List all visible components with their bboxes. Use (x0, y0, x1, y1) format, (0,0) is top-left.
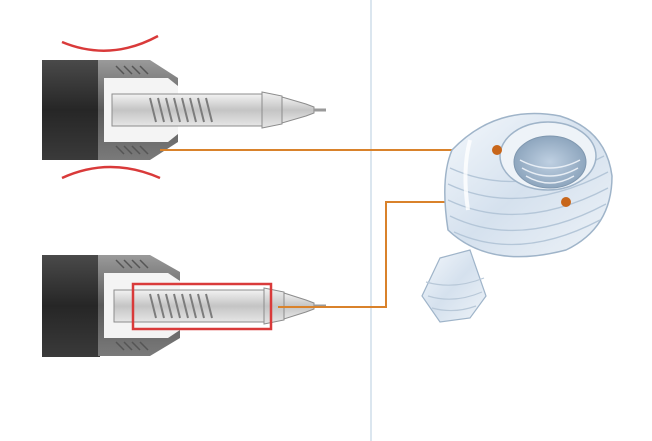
top-flex-arc-upper (61, 34, 159, 52)
callout-dot-inner (561, 197, 571, 207)
bottom-pen-body (42, 255, 100, 357)
highlight-box (131, 282, 273, 331)
top-spring (149, 97, 213, 123)
bottom-pen (42, 255, 326, 357)
bottom-refill-tube (113, 289, 265, 323)
top-pen-body (42, 60, 100, 160)
callout-dot-outer (492, 145, 502, 155)
top-pen-tip (281, 96, 315, 124)
top-pen (42, 34, 326, 180)
bottom-spring (149, 293, 213, 319)
threaded-nut-part (421, 112, 613, 323)
top-flex-arc-lower (61, 165, 161, 180)
